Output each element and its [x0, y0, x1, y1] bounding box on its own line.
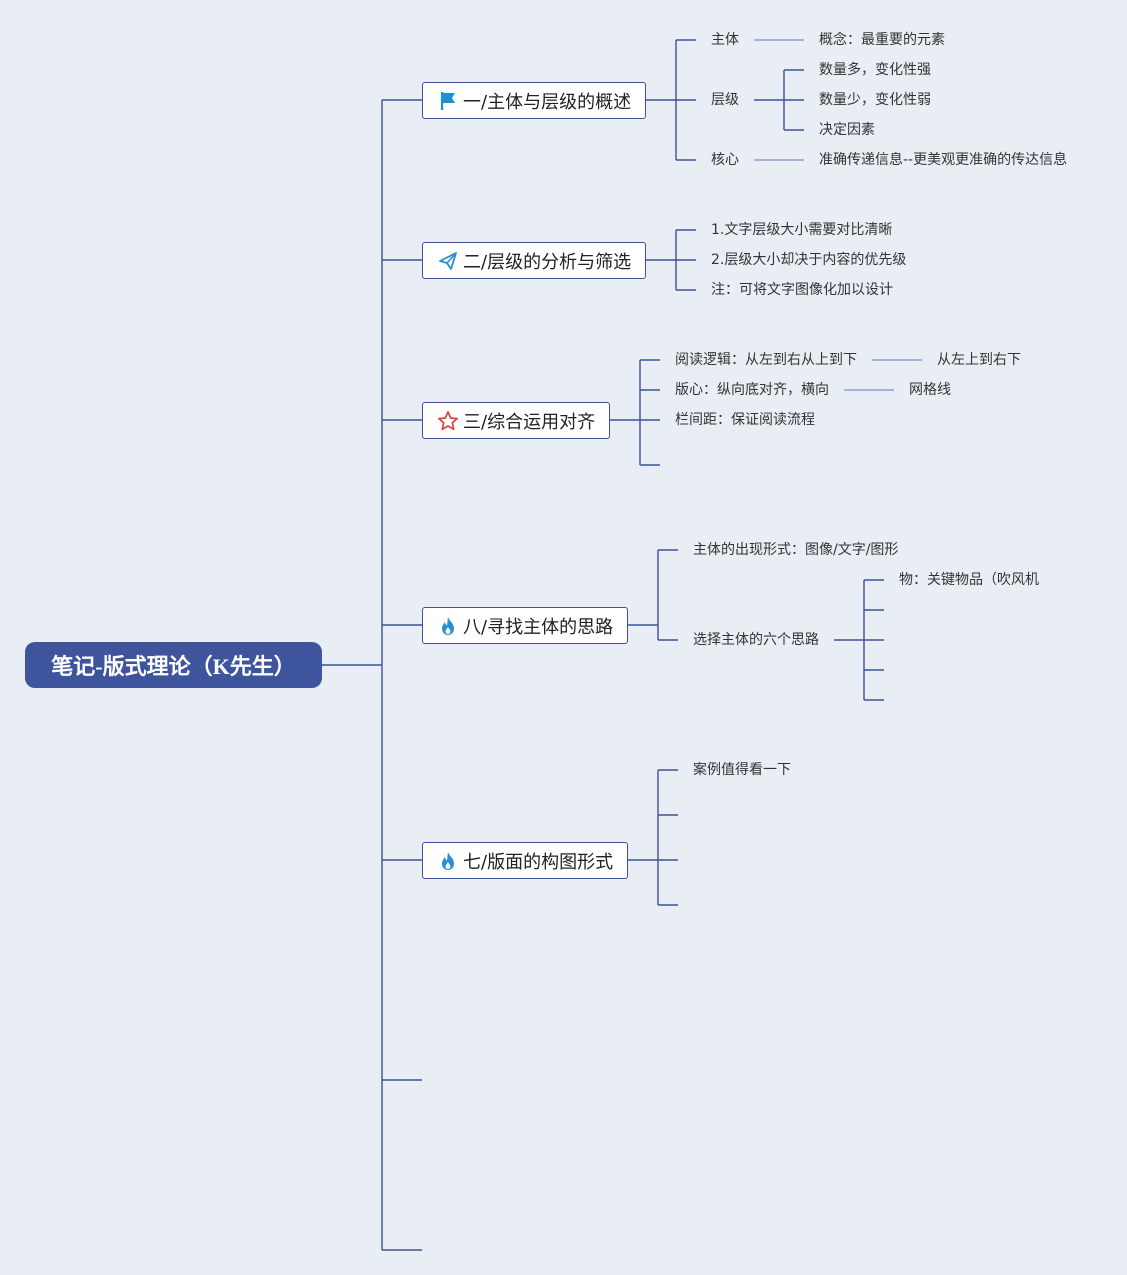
subtopic-deciding-factor[interactable]: 决定因素: [819, 122, 875, 138]
star-icon: [437, 410, 459, 432]
subtopic-grid-lines[interactable]: 网格线: [909, 382, 951, 398]
subtopic-six-ideas[interactable]: 选择主体的六个思路: [693, 632, 819, 648]
subtopic-few-variations[interactable]: 数量少，变化性弱: [819, 92, 931, 108]
subtopic-column-spacing[interactable]: 栏间距：保证阅读流程: [675, 412, 815, 428]
subtopic-accurate-info[interactable]: 准确传递信息--更美观更准确的传达信息: [819, 152, 1068, 168]
branch-topic-composition[interactable]: 七/版面的构图形式: [422, 842, 628, 879]
subtopic-subject[interactable]: 主体: [711, 32, 739, 48]
branch-topic-label: 七/版面的构图形式: [463, 851, 614, 873]
subtopic-note[interactable]: 注：可将文字图像化加以设计: [711, 282, 893, 298]
branch-topic-alignment[interactable]: 三/综合运用对齐: [422, 402, 610, 439]
fire-icon: [437, 850, 459, 872]
branch-topic-label: 八/寻找主体的思路: [463, 616, 614, 638]
subtopic-case-study[interactable]: 案例值得看一下: [693, 762, 791, 778]
subtopic-hierarchy[interactable]: 层级: [711, 92, 739, 108]
subtopic-subject-forms[interactable]: 主体的出现形式：图像/文字/图形: [693, 542, 899, 558]
subtopic-key-object[interactable]: 物：关键物品（吹风机: [899, 572, 1039, 588]
branch-topic-finding-subject[interactable]: 八/寻找主体的思路: [422, 607, 628, 644]
subtopic-top-left-bottom-right[interactable]: 从左上到右下: [937, 352, 1021, 368]
subtopic-contrast[interactable]: 1.文字层级大小需要对比清晰: [711, 222, 893, 238]
subtopic-concept[interactable]: 概念：最重要的元素: [819, 32, 945, 48]
branch-topic-overview[interactable]: 一/主体与层级的概述: [422, 82, 646, 119]
fire-icon: [437, 615, 459, 637]
branch-topic-label: 二/层级的分析与筛选: [463, 251, 632, 273]
branch-topic-label: 一/主体与层级的概述: [463, 91, 632, 113]
subtopic-type-area[interactable]: 版心：纵向底对齐，横向: [675, 382, 829, 398]
subtopic-many-variations[interactable]: 数量多，变化性强: [819, 62, 931, 78]
paper-plane-icon: [437, 250, 459, 272]
subtopic-reading-logic[interactable]: 阅读逻辑：从左到右从上到下: [675, 352, 857, 368]
subtopic-core[interactable]: 核心: [711, 152, 739, 168]
root-topic[interactable]: 笔记-版式理论（K先生）: [25, 642, 322, 688]
branch-topic-label: 三/综合运用对齐: [463, 411, 596, 433]
branch-topic-analysis[interactable]: 二/层级的分析与筛选: [422, 242, 646, 279]
flag-icon: [437, 90, 459, 112]
subtopic-priority[interactable]: 2.层级大小却决于内容的优先级: [711, 252, 907, 268]
root-topic-label: 笔记-版式理论（K先生）: [51, 654, 296, 679]
